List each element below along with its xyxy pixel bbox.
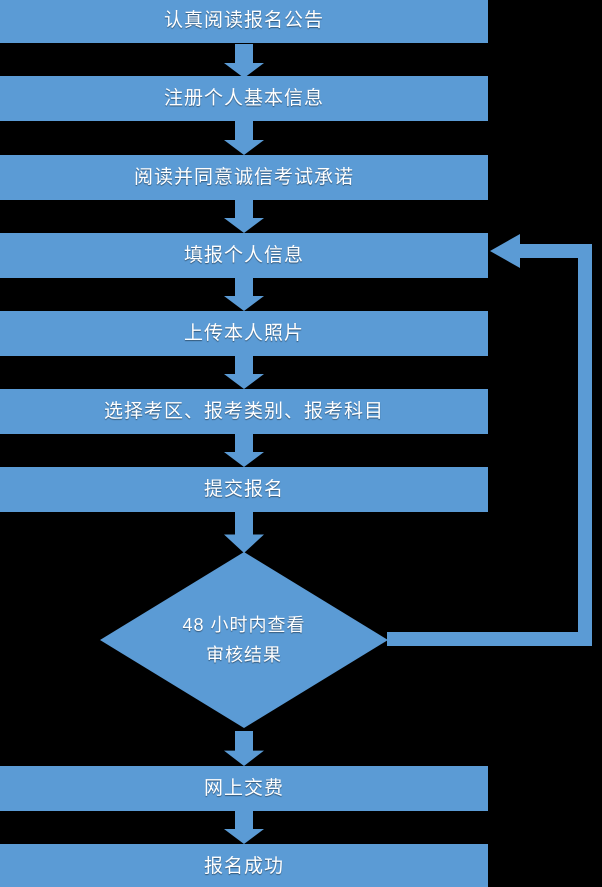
down-arrow-icon-9 xyxy=(224,810,264,844)
down-arrow-icon-7 xyxy=(224,511,264,553)
flow-node-register-basic-info[interactable]: 注册个人基本信息 xyxy=(0,76,488,121)
flow-node-read-announcement[interactable]: 认真阅读报名公告 xyxy=(0,0,488,43)
node-label: 报名成功 xyxy=(203,855,284,877)
down-arrow-icon-5 xyxy=(224,355,264,389)
flow-node-registration-success[interactable]: 报名成功 xyxy=(0,844,488,887)
down-arrow-icon-3 xyxy=(224,199,264,233)
node-label: 注册个人基本信息 xyxy=(163,87,324,109)
node-label: 提交报名 xyxy=(203,478,284,500)
flow-node-fill-personal-info[interactable]: 填报个人信息 xyxy=(0,233,488,278)
flow-node-agree-integrity-pledge[interactable]: 阅读并同意诚信考试承诺 xyxy=(0,155,488,200)
feedback-loop-segment-top xyxy=(518,244,592,258)
node-label: 选择考区、报考类别、报考科目 xyxy=(103,400,384,422)
down-arrow-icon-1 xyxy=(224,44,264,78)
down-arrow-icon-2 xyxy=(224,121,264,155)
feedback-loop-segment-bottom xyxy=(387,632,592,646)
feedback-loop-segment-right xyxy=(578,244,592,638)
flow-node-online-payment[interactable]: 网上交费 xyxy=(0,766,488,811)
node-label: 填报个人信息 xyxy=(183,244,304,266)
flow-node-upload-photo[interactable]: 上传本人照片 xyxy=(0,311,488,356)
node-label: 网上交费 xyxy=(203,777,284,799)
flow-node-select-exam-options[interactable]: 选择考区、报考类别、报考科目 xyxy=(0,389,488,434)
feedback-loop-arrowhead-icon xyxy=(490,234,520,268)
down-arrow-icon-8 xyxy=(224,731,264,766)
node-label: 上传本人照片 xyxy=(183,322,304,344)
flow-node-submit-registration[interactable]: 提交报名 xyxy=(0,467,488,512)
down-arrow-icon-6 xyxy=(224,433,264,467)
node-label: 阅读并同意诚信考试承诺 xyxy=(133,166,354,188)
node-label: 认真阅读报名公告 xyxy=(163,9,324,31)
decision-diamond-shape xyxy=(100,552,388,728)
flow-node-check-review-result[interactable]: 48 小时内查看 审核结果 xyxy=(100,552,388,728)
down-arrow-icon-4 xyxy=(224,277,264,311)
